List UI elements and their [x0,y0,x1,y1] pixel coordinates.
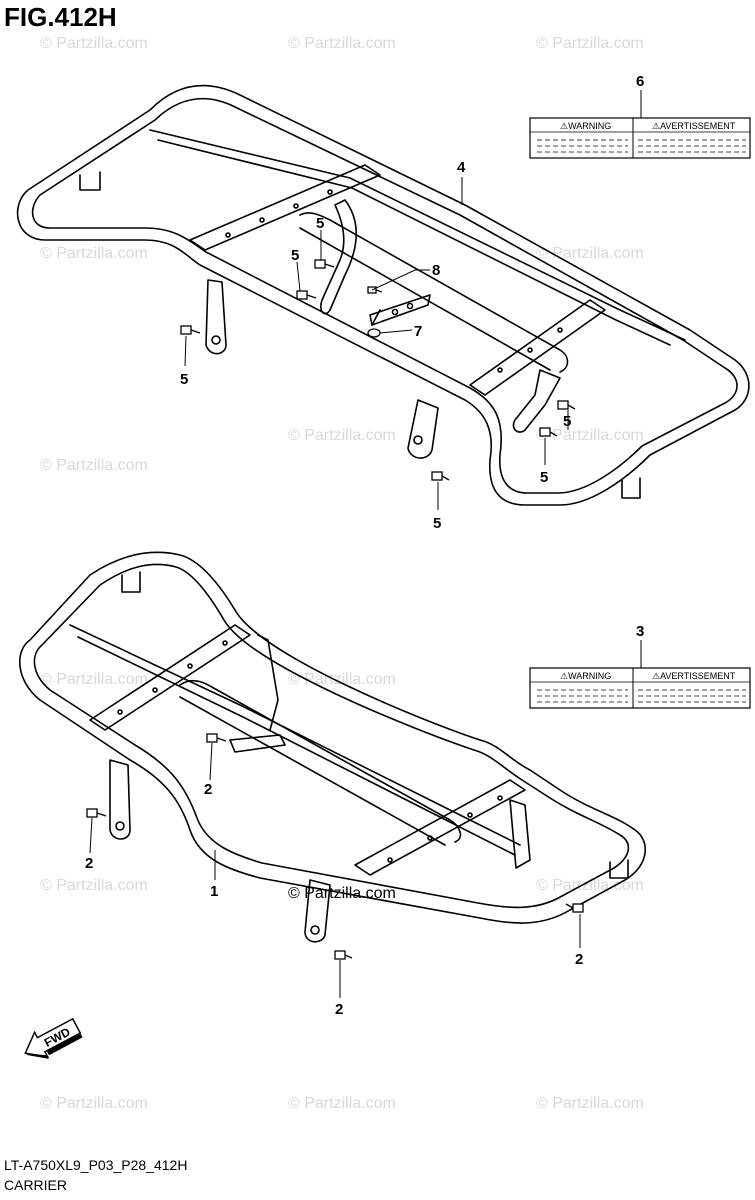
watermark: © Partzilla.com [288,671,396,688]
warning-label-fr: ⚠AVERTISSEMENT [652,121,736,131]
figure-title: FIG.412H [4,2,117,32]
diagram-name: CARRIER [4,1177,68,1193]
callout-2: 2 [85,855,93,872]
watermark: © Partzilla.com [288,427,396,444]
watermark: © Partzilla.com [40,671,148,688]
front-carrier [18,551,647,943]
warning-label-3: ⚠WARNING ⚠AVERTISSEMENT [529,667,751,709]
callout-5: 5 [540,469,548,486]
diagram-code: LT-A750XL9_P03_P28_412H [4,1157,188,1173]
callout-6: 6 [636,73,644,90]
rear-carrier [16,84,750,506]
watermark: © Partzilla.com [288,1095,396,1112]
watermark: © Partzilla.com [536,245,644,262]
callout-5: 5 [291,247,299,264]
fwd-arrow: FWD [24,1017,83,1059]
callout-2: 2 [575,951,583,968]
rear-carrier-bolts [180,259,576,481]
watermark: © Partzilla.com [536,35,644,52]
watermark: © Partzilla.com [536,877,644,894]
leader-lines [89,90,642,998]
watermark: © Partzilla.com [536,1095,644,1112]
watermark: © Partzilla.com [40,1095,148,1112]
watermark: © Partzilla.com [40,35,148,52]
callout-numbers: 6 3 4 5 5 5 5 5 5 8 7 1 2 2 2 2 [85,73,644,1018]
warning-label-fr: ⚠AVERTISSEMENT [652,671,736,681]
watermark: © Partzilla.com [40,245,148,262]
front-carrier-bolts [86,733,584,960]
callout-2: 2 [204,781,212,798]
callout-5: 5 [563,413,571,430]
callout-5: 5 [316,215,324,232]
watermark: © Partzilla.com [40,877,148,894]
callout-1: 1 [210,883,218,900]
callout-8: 8 [432,262,440,279]
warning-label-en: ⚠WARNING [560,121,611,131]
watermark: © Partzilla.com [40,457,148,474]
callout-5: 5 [180,371,188,388]
warning-label-en: ⚠WARNING [560,671,611,681]
watermark: © Partzilla.com [536,427,644,444]
watermark: © Partzilla.com [288,35,396,52]
callout-5: 5 [433,515,441,532]
warning-label-6: ⚠WARNING ⚠AVERTISSEMENT [529,117,751,159]
callout-2: 2 [335,1001,343,1018]
callout-3: 3 [636,623,644,640]
callout-7: 7 [414,323,422,340]
callout-4: 4 [457,159,466,176]
